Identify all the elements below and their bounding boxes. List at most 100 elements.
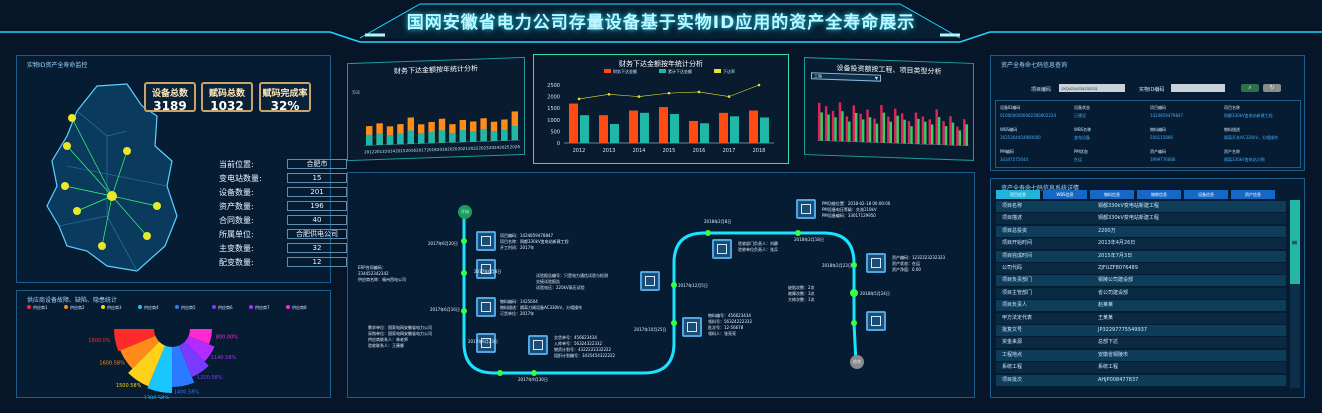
grid-key: PM状态 (1074, 149, 1088, 154)
bar (719, 112, 728, 143)
bar (407, 130, 414, 144)
table-row[interactable]: 工程地点安徽省铜陵市 (996, 349, 1286, 361)
x-tick-label: 2018 (753, 148, 766, 154)
pm-node-icon[interactable] (796, 199, 816, 219)
bar (569, 103, 578, 143)
y-tick-label: 500 (550, 129, 560, 135)
row-key: 项目总投资 (1002, 227, 1028, 234)
stat-device-total: 设备总数 3189 (144, 82, 196, 113)
legend-swatch (659, 69, 666, 73)
refresh-icon: ↻ (1269, 84, 1275, 91)
row-key: 甲方法定代表 (1002, 314, 1033, 321)
info-value: 196 (287, 201, 347, 211)
table-row[interactable]: 系统工程系统工程 (996, 362, 1286, 374)
acceptance-node-icon[interactable] (712, 239, 732, 259)
bar (928, 119, 932, 145)
bar (838, 102, 842, 142)
node-date: 2017年6月16日 (430, 307, 460, 312)
legend-item[interactable]: 供应商4 (138, 305, 159, 311)
bar (855, 112, 858, 142)
reset-button[interactable]: ↻ (1263, 84, 1281, 92)
flow-end-node[interactable]: 结束 (850, 355, 864, 369)
legend-item[interactable]: 供应商7 (249, 305, 270, 311)
bar (599, 115, 608, 143)
scrollbar-thumb[interactable] (1290, 200, 1300, 284)
legend-item[interactable]: 供应商3 (101, 305, 122, 311)
test-node-icon[interactable] (640, 271, 660, 291)
purchase-node-icon[interactable] (476, 333, 496, 353)
chart-right[interactable] (805, 80, 975, 162)
province-map[interactable] (37, 76, 187, 276)
line-point (577, 97, 581, 101)
project-node-icon[interactable] (476, 231, 496, 251)
query-panel-title: 资产全寿命七码信息查询 (1001, 62, 1068, 69)
stat-value: 3189 (153, 99, 187, 113)
info-key: 合同数量: (219, 216, 254, 225)
legend-item[interactable]: 供应商6 (212, 305, 233, 311)
node-text: PM功能位置：2018-02-18 00:00:00 PM设备电压等级：交流11… (822, 201, 891, 218)
legend-label: 供应商8 (292, 305, 307, 310)
maintenance-node-icon[interactable] (866, 311, 886, 331)
row-value: 铜陵公司建设部 (1098, 277, 1134, 284)
legend-item[interactable]: 供应商2 (64, 305, 85, 311)
node-text: 需求单位：国家电网安徽省电力公司 采购单位：国家电网安徽省电力公司 供应商联系人… (368, 325, 432, 348)
table-row[interactable]: 项目主管部门省公司建设部 (996, 287, 1286, 299)
node-text: ERP合同编码： 234452342342 供应商名称：福州西电公司 (358, 265, 406, 282)
legend-item[interactable]: 供应商8 (286, 305, 307, 311)
chart-card-right: 设备投资额按工程、项目类型分析 工程▼ (804, 57, 974, 161)
bar (820, 112, 823, 141)
bar (921, 116, 925, 145)
delivery-node-icon[interactable] (528, 335, 548, 355)
flow-start-node[interactable]: 开始 (458, 205, 472, 219)
table-row[interactable]: 项目名称铜都330kV变电站新建工程 (996, 201, 1286, 212)
table-row[interactable]: 项目负责部门铜陵公司建设部 (996, 275, 1286, 287)
legend-item[interactable]: 供应商1 (27, 305, 48, 311)
tab-asset-info[interactable]: 资产信息 (1231, 190, 1275, 199)
grid-key: 物料描述 (1224, 127, 1240, 132)
node-text: 项目编码：1424859478847 项目名称：铜都330kV变电站新建工程 开… (500, 233, 569, 250)
bar (868, 117, 872, 143)
tab-device-info[interactable]: 设备信息 (1184, 190, 1228, 199)
row-value: 王某某 (1098, 314, 1114, 321)
x-tick-label: 2025 (499, 144, 510, 149)
legend-item[interactable]: 供应商5 (175, 305, 196, 311)
tab-material-info[interactable]: 物料信息 (1090, 190, 1134, 199)
table-row[interactable]: 甲方法定代表 王某某 (996, 312, 1286, 324)
table-row[interactable]: 资金来源总部下达 (996, 337, 1286, 349)
tab-wbs-info[interactable]: WBS信息 (1043, 190, 1087, 199)
legend-label: 供应商7 (255, 305, 270, 310)
material-node-icon[interactable] (682, 317, 702, 337)
asset-node-icon[interactable] (866, 253, 886, 273)
title-frame (0, 3, 1322, 43)
row-value: AHJP008477837 (1098, 376, 1139, 383)
bar (956, 126, 959, 146)
row-value: 赵莱莱 (1098, 302, 1114, 309)
info-key: 主变数量: (219, 244, 254, 253)
bar (882, 112, 886, 143)
project-code-input[interactable] (1059, 84, 1125, 92)
tab-project-info[interactable]: 项目信息 (996, 190, 1040, 199)
table-row[interactable]: 项目描述铜都330kV变电站新建工程 (996, 213, 1286, 225)
supplier-node-icon[interactable] (476, 297, 496, 317)
bar (875, 123, 879, 143)
legend-label: 供应商2 (70, 305, 85, 310)
node-date: 2018年2月18日 (794, 237, 824, 242)
rose-slice (188, 329, 212, 345)
detail-scrollbar[interactable]: ≡ (1290, 200, 1300, 388)
contract-node-icon[interactable] (476, 259, 496, 279)
tab-iot-info[interactable]: 物联信息 (1137, 190, 1181, 199)
rose-slice (172, 345, 195, 387)
search-button[interactable]: ⌕ (1241, 84, 1259, 92)
project-code-label: 项目编码 (1031, 87, 1052, 93)
physical-id-input[interactable] (1171, 84, 1225, 92)
rose-chart[interactable]: 1800.0%1600.58%1500.58%1300.58%1400.58%1… (17, 311, 332, 399)
table-row[interactable]: 项目负责人赵莱莱 (996, 300, 1286, 312)
